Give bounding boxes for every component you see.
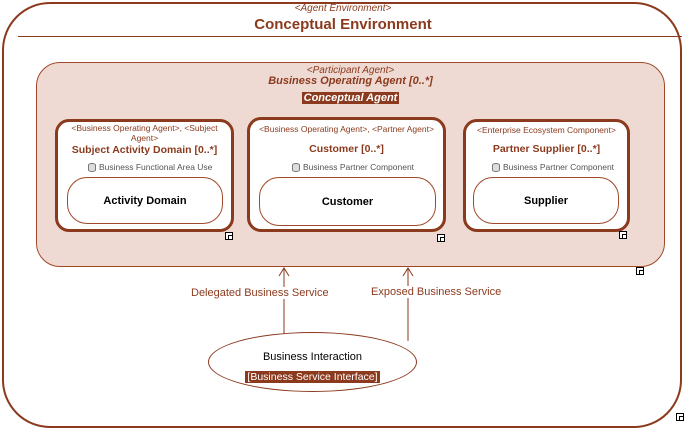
agent-badge-wrap: Conceptual Agent xyxy=(36,88,665,106)
environment-frame[interactable] xyxy=(2,2,682,428)
card-title: Subject Activity Domain [0..*] xyxy=(71,144,218,156)
arrow-up-icon xyxy=(278,267,290,277)
inner-label: Activity Domain xyxy=(103,194,187,207)
database-icon xyxy=(88,162,96,172)
card-component: Business Partner Component xyxy=(492,162,614,172)
arrow-up-icon xyxy=(402,267,414,277)
card-component-label: Business Partner Component xyxy=(303,162,415,172)
expand-icon[interactable] xyxy=(676,413,684,421)
expand-icon[interactable] xyxy=(225,232,233,240)
environment-title: Conceptual Environment xyxy=(254,16,432,33)
card-title: Partner Supplier [0..*] xyxy=(492,143,601,155)
inner-label: Supplier xyxy=(523,194,568,207)
card-component: Business Functional Area Use xyxy=(88,162,212,172)
card-stereotype: <Business Operating Agent>, <Subject Age… xyxy=(71,123,218,143)
inner-activity-domain[interactable]: Activity Domain xyxy=(67,177,223,224)
interaction-badge-wrap: [Business Service Interface] xyxy=(208,367,417,385)
agent-badge: Conceptual Agent xyxy=(301,92,400,104)
agent-title: Business Operating Agent [0..*] xyxy=(268,75,433,87)
expand-icon[interactable] xyxy=(619,231,627,239)
database-icon xyxy=(492,162,500,172)
card-partner-supplier[interactable]: <Enterprise Ecosystem Component> Partner… xyxy=(463,119,630,232)
inner-label: Customer xyxy=(321,195,374,208)
card-component-label: Business Partner Component xyxy=(503,162,615,172)
interaction-name: Business Interaction xyxy=(262,351,363,363)
delegated-service-label: Delegated Business Service xyxy=(191,287,329,299)
card-component-label: Business Functional Area Use xyxy=(99,162,213,172)
card-stereotype: <Business Operating Agent>, <Partner Age… xyxy=(259,124,434,134)
exposed-connector xyxy=(402,267,414,341)
card-subject-activity-domain[interactable]: <Business Operating Agent>, <Subject Age… xyxy=(55,119,234,232)
card-component: Business Partner Component xyxy=(292,162,414,172)
interaction-badge: [Business Service Interface] xyxy=(245,371,380,383)
inner-customer[interactable]: Customer xyxy=(259,177,436,226)
environment-divider xyxy=(18,36,682,37)
inner-supplier[interactable]: Supplier xyxy=(473,177,619,224)
delegated-connector xyxy=(278,267,290,343)
expand-icon[interactable] xyxy=(437,234,445,242)
card-customer[interactable]: <Business Operating Agent>, <Partner Age… xyxy=(247,117,446,232)
database-icon xyxy=(292,162,300,172)
environment-stereotype: <Agent Environment> xyxy=(294,3,392,14)
exposed-service-label: Exposed Business Service xyxy=(371,286,502,298)
expand-icon[interactable] xyxy=(636,267,644,275)
agent-stereotype: <Participant Agent> xyxy=(306,65,395,76)
card-title: Customer [0..*] xyxy=(309,143,384,155)
card-stereotype: <Enterprise Ecosystem Component> xyxy=(477,125,616,135)
